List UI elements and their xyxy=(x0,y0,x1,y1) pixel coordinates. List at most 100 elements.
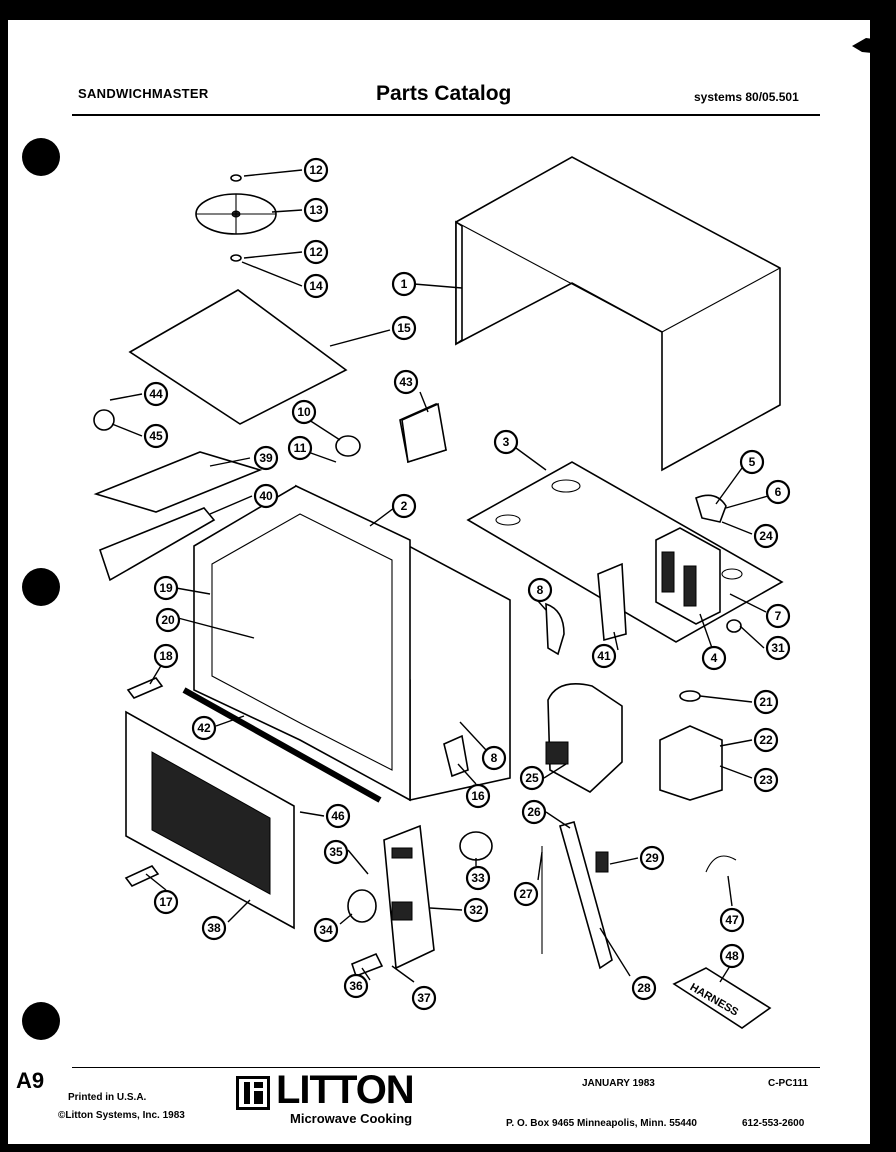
callout-28: 28 xyxy=(631,975,657,1001)
callout-number: 4 xyxy=(711,651,718,665)
brand-logo-text: LITTON xyxy=(276,1068,415,1112)
callout-number: 40 xyxy=(259,489,273,503)
switch-drawing xyxy=(443,734,469,778)
callout-11: 11 xyxy=(287,435,313,461)
callout-7: 7 xyxy=(765,603,791,629)
capacitor-bracket-drawing xyxy=(597,562,627,642)
header-product-name: SANDWICHMASTER xyxy=(78,86,209,101)
callout-circle xyxy=(303,197,329,223)
switch-block-drawing xyxy=(595,851,609,873)
callout-4: 4 xyxy=(701,645,727,671)
cover-plate-drawing xyxy=(93,451,263,513)
callout-number: 29 xyxy=(645,851,659,865)
callout-circle xyxy=(765,635,791,661)
callout-34: 34 xyxy=(313,917,339,943)
callout-19: 19 xyxy=(153,575,179,601)
callout-circle xyxy=(463,897,489,923)
callout-number: 19 xyxy=(159,581,173,595)
callout-number: 37 xyxy=(417,991,431,1005)
callout-circle xyxy=(719,907,745,933)
callout-circle xyxy=(639,845,665,871)
washer-lower-drawing xyxy=(230,254,242,262)
callout-circle xyxy=(391,315,417,341)
callout-3: 3 xyxy=(493,429,519,455)
callout-number: 2 xyxy=(401,499,408,513)
callout-23: 23 xyxy=(753,767,779,793)
callout-number: 25 xyxy=(525,771,539,785)
callout-40: 40 xyxy=(253,483,279,509)
callout-circle xyxy=(519,765,545,791)
callout-25: 25 xyxy=(519,765,545,791)
callout-circle xyxy=(765,479,791,505)
diode-drawing xyxy=(695,494,727,523)
callout-circle xyxy=(303,273,329,299)
callout-number: 1 xyxy=(401,277,408,291)
callout-circle xyxy=(287,435,313,461)
blower-assembly-drawing xyxy=(545,683,623,793)
callout-number: 8 xyxy=(491,751,498,765)
callout-20: 20 xyxy=(155,607,181,633)
litton-logo-icon xyxy=(236,1076,270,1110)
callout-number: 20 xyxy=(161,613,175,627)
callout-45: 45 xyxy=(143,423,169,449)
callout-number: 5 xyxy=(749,455,756,469)
oven-cavity-drawing xyxy=(193,484,511,802)
callout-circle xyxy=(411,985,437,1011)
callout-number: 15 xyxy=(397,321,411,335)
leader-lines xyxy=(109,169,769,983)
callout-number: 32 xyxy=(469,903,483,917)
callout-number: 18 xyxy=(159,649,173,663)
callout-circle xyxy=(155,607,181,633)
callout-number: 43 xyxy=(399,375,413,389)
callout-number: 45 xyxy=(149,429,163,443)
callout-number: 34 xyxy=(319,923,333,937)
callout-27: 27 xyxy=(513,881,539,907)
callout-number: 27 xyxy=(519,887,533,901)
callout-41: 41 xyxy=(591,643,617,669)
callout-31: 31 xyxy=(765,635,791,661)
callout-number: 42 xyxy=(197,721,211,735)
callout-36: 36 xyxy=(343,973,369,999)
latch-drawing xyxy=(351,952,384,978)
callout-number: 14 xyxy=(309,279,323,293)
callout-39: 39 xyxy=(253,445,279,471)
callout-circle xyxy=(631,975,657,1001)
callout-48: 48 xyxy=(719,943,745,969)
callout-number: 47 xyxy=(725,913,739,927)
hinge-lower-drawing xyxy=(124,865,160,887)
callout-circle xyxy=(201,915,227,941)
callout-18: 18 xyxy=(153,643,179,669)
callout-circle xyxy=(303,157,329,183)
callout-42: 42 xyxy=(191,715,217,741)
callout-circle xyxy=(343,973,369,999)
callout-number: 28 xyxy=(637,981,651,995)
header-title: Parts Catalog xyxy=(376,82,512,105)
callout-number: 12 xyxy=(309,245,323,259)
callout-circle xyxy=(253,483,279,509)
callout-8: 8 xyxy=(481,745,507,771)
callout-circle xyxy=(753,727,779,753)
callout-circle xyxy=(765,603,791,629)
callout-number: 17 xyxy=(159,895,173,909)
callout-circle xyxy=(313,917,339,943)
callout-number: 44 xyxy=(149,387,163,401)
copyright-note: ©Litton Systems, Inc. 1983 xyxy=(58,1110,185,1121)
callout-circle xyxy=(465,865,491,891)
transformer-drawing xyxy=(655,527,721,625)
callout-1: 1 xyxy=(391,271,417,297)
callout-14: 14 xyxy=(303,273,329,299)
callout-circle xyxy=(191,715,217,741)
binder-hole-middle xyxy=(22,568,60,606)
magnetron-drawing xyxy=(659,725,723,801)
callout-17: 17 xyxy=(153,889,179,915)
callout-number: 11 xyxy=(294,441,307,455)
callout-number: 31 xyxy=(771,641,785,655)
page-corner-mark xyxy=(852,38,896,98)
callout-number: 3 xyxy=(503,435,510,449)
callout-circle xyxy=(493,429,519,455)
interlock-bracket-drawing xyxy=(559,821,613,970)
callout-43: 43 xyxy=(393,369,419,395)
callout-number: 48 xyxy=(725,949,739,963)
